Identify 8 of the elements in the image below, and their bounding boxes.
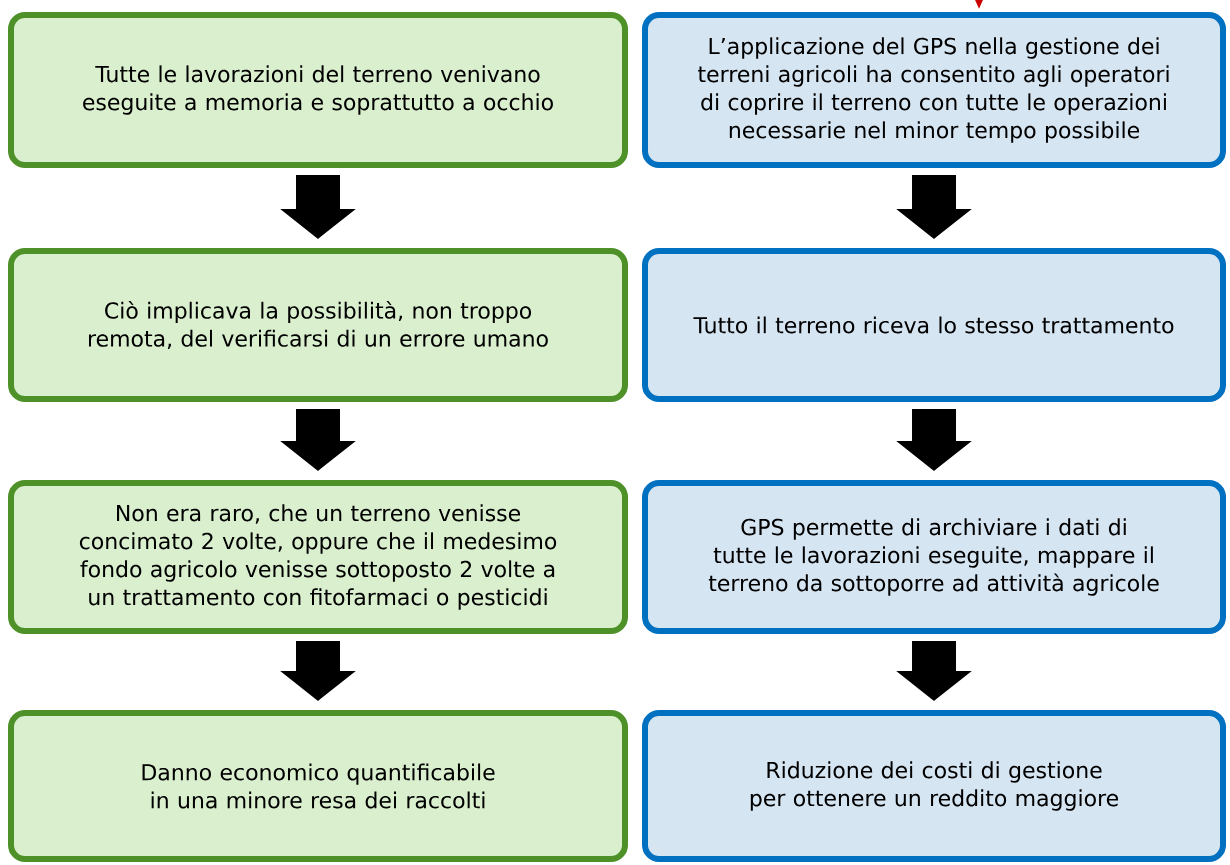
process-box: Tutte le lavorazioni del terreno venivano eseguite a memoria e soprattutto a occhio <box>8 12 628 168</box>
process-box: GPS permette di archiviare i dati di tutte le lavorazioni eseguite, mappare il terreno da sottoporre ad attività agricole <box>642 480 1226 634</box>
process-box: L’applicazione del GPS nella gestione dei terreni agricoli ha consentito agli operatori di coprire il terreno con tutte le operazioni necessarie nel minor tempo possibile <box>642 12 1226 168</box>
process-box: Ciò implicava la possibilità, non troppo remota, del verificarsi di un errore umano <box>8 248 628 402</box>
process-box: Tutto il terreno riceva lo stesso trattamento <box>642 248 1226 402</box>
process-box: Danno economico quantificabile in una minore resa dei raccolti <box>8 710 628 862</box>
process-box: Non era raro, che un terreno venisse concimato 2 volte, oppure che il medesimo fondo agricolo venisse sottoposto 2 volte a un trattamento con fitofarmaci o pesticidi <box>8 480 628 634</box>
process-box: Riduzione dei costi di gestione per ottenere un reddito maggiore <box>642 710 1226 862</box>
